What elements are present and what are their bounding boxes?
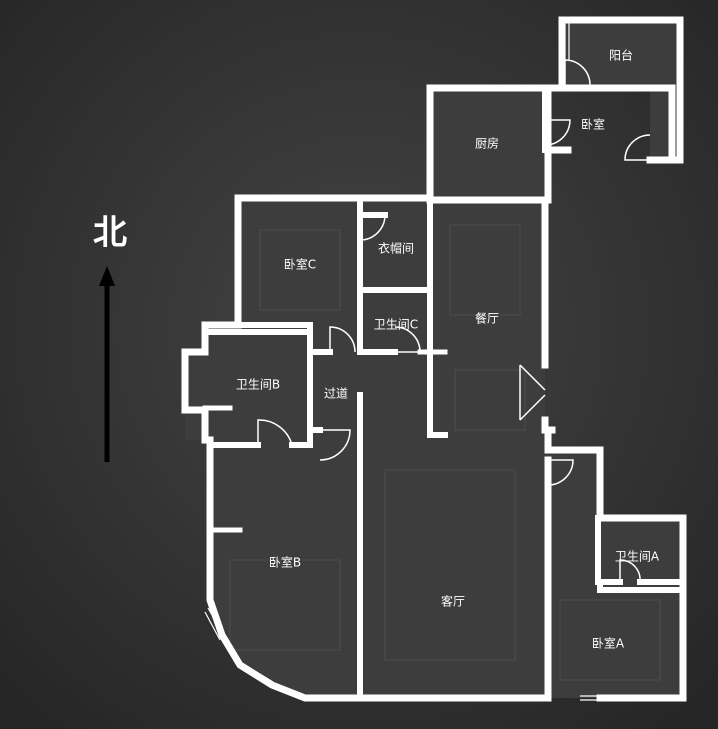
room-label-bedroom-b: 卧室B — [268, 555, 302, 570]
room-label-bedroom-c: 卧室C — [283, 257, 317, 272]
room-label-balcony: 阳台 — [608, 48, 634, 63]
walls — [181, 16, 687, 702]
room-label-bath-a: 卫生间A — [614, 549, 660, 564]
windows — [182, 18, 650, 701]
room-label-bedroom-a: 卧室A — [591, 636, 625, 651]
room-label-bedroom-north: 卧室 — [580, 117, 606, 132]
room-label-bath-b: 卫生间B — [235, 377, 281, 392]
room-label-corridor: 过道 — [323, 386, 349, 401]
room-label-dining: 餐厅 — [474, 311, 500, 326]
north-label: 北 — [93, 213, 127, 253]
room-label-kitchen: 厨房 — [474, 136, 500, 151]
north-arrow — [99, 266, 115, 462]
room-label-living: 客厅 — [440, 594, 466, 609]
furniture-hints — [229, 224, 661, 681]
room-label-bath-c: 卫生间C — [373, 317, 419, 332]
room-label-closet: 衣帽间 — [377, 241, 415, 256]
doors — [257, 59, 651, 583]
